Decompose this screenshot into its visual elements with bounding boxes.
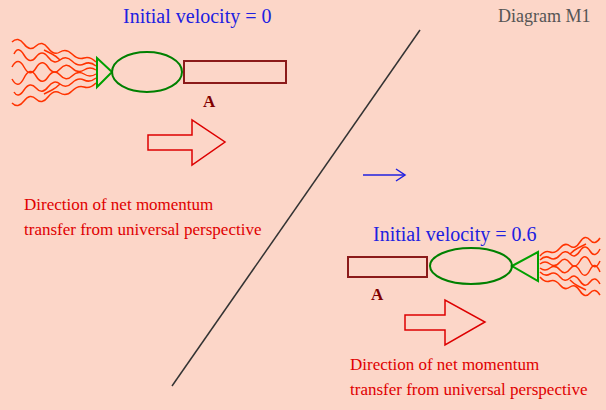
momentum-note: Direction of net momentum transfer from … [350, 352, 590, 402]
exhaust-flames [540, 237, 600, 295]
part-letter: A [371, 285, 383, 305]
part-letter: A [203, 92, 215, 112]
exhaust-flames [12, 39, 96, 105]
velocity-label: Initial velocity = 0 [123, 4, 271, 28]
momentum-arrow [148, 120, 225, 165]
rocket-nozzle [512, 252, 538, 281]
cargo-box: A [183, 60, 287, 84]
momentum-note: Direction of net momentum transfer from … [24, 192, 264, 242]
rocket-nozzle [97, 58, 112, 87]
momentum-arrow [405, 300, 485, 345]
velocity-label: Initial velocity = 0.6 [373, 222, 536, 246]
rocket-body [112, 52, 182, 92]
cargo-box: A [347, 256, 428, 278]
velocity-arrow [363, 169, 405, 181]
rocket-body [430, 248, 512, 284]
diagram-title: Diagram M1 [498, 5, 590, 27]
